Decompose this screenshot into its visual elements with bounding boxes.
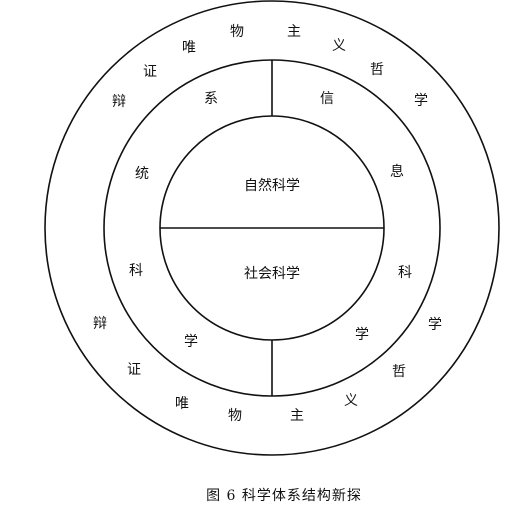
- outer-glyph: 证: [127, 362, 141, 378]
- figure-caption: 图 6 科学体系结构新探: [206, 488, 362, 504]
- outer-glyph: 唯: [182, 40, 196, 56]
- outer-glyph: 物: [230, 24, 244, 40]
- natural-science-label: 自然科学: [244, 177, 300, 194]
- outer-glyph: 物: [228, 408, 242, 424]
- middle-glyph: 科: [398, 265, 412, 281]
- outer-glyph: 唯: [175, 396, 189, 412]
- outer-glyph: 证: [143, 64, 157, 80]
- outer-glyph: 义: [344, 393, 358, 409]
- outer-glyph: 哲: [370, 62, 384, 78]
- middle-glyph: 学: [355, 327, 369, 343]
- outer-glyph: 辩: [93, 316, 107, 332]
- outer-ring: [44, 0, 500, 456]
- outer-glyph: 哲: [392, 364, 406, 380]
- social-science-label: 社会科学: [244, 266, 300, 282]
- middle-glyph: 科: [129, 263, 143, 279]
- outer-glyph: 主: [290, 408, 304, 424]
- outer-glyph: 辩: [112, 94, 126, 110]
- middle-glyph: 学: [184, 334, 198, 350]
- middle-glyph: 系: [204, 91, 218, 107]
- outer-glyph: 主: [287, 24, 301, 40]
- outer-glyph: 学: [414, 93, 428, 109]
- middle-glyph: 信: [320, 91, 334, 107]
- middle-glyph: 息: [390, 163, 404, 180]
- outer-glyph: 义: [332, 38, 346, 54]
- middle-glyph: 统: [135, 166, 149, 182]
- outer-glyph: 学: [428, 317, 442, 333]
